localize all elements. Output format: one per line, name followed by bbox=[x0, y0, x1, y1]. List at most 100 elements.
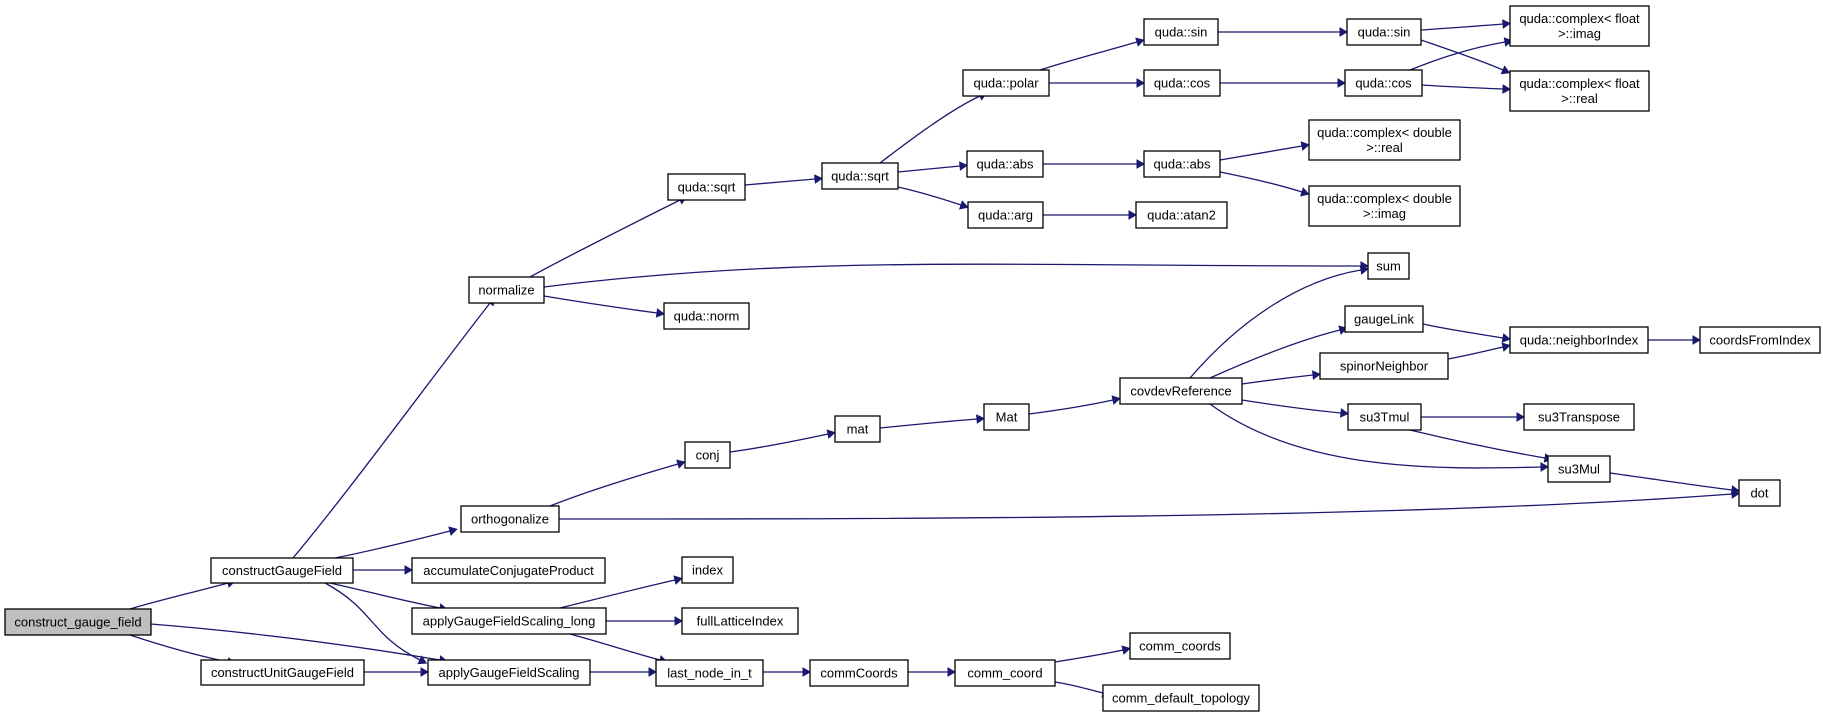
node-label: dot bbox=[1750, 486, 1768, 501]
edge-quda_arg-to-quda_atan2 bbox=[1043, 210, 1138, 220]
node-su3Transpose[interactable]: su3Transpose bbox=[1523, 403, 1635, 431]
node-label: su3Mul bbox=[1558, 462, 1600, 477]
node-last-node-in-t[interactable]: last_node_in_t bbox=[655, 659, 764, 687]
node-label: applyGaugeFieldScaling_long bbox=[423, 614, 596, 629]
node-label: quda::cos bbox=[1355, 76, 1412, 91]
node-quda-cos-2[interactable]: quda::cos bbox=[1344, 69, 1423, 97]
edge-constructGaugeField-to-applyGaugeFieldScaling bbox=[324, 582, 428, 665]
edge-gaugeLink-to-neighborIndex bbox=[1422, 323, 1511, 343]
edge-commCoords-to-comm_coord bbox=[908, 667, 957, 677]
node-covdevReference[interactable]: covdevReference bbox=[1119, 377, 1243, 405]
node-label: quda::atan2 bbox=[1147, 208, 1216, 223]
node-label: coordsFromIndex bbox=[1709, 333, 1811, 348]
edge-quda_sqrt_1-to-quda_sqrt_2 bbox=[744, 174, 823, 186]
edge-spinorNeighbor-to-neighborIndex bbox=[1447, 342, 1511, 360]
node-label: quda::sin bbox=[1155, 25, 1208, 40]
node-label: quda::sin bbox=[1358, 25, 1411, 40]
node-label: quda::sqrt bbox=[678, 180, 736, 195]
edge-last_node_in_t-to-commCoords bbox=[763, 667, 812, 677]
node-label: quda::abs bbox=[1153, 157, 1211, 172]
node-quda-cos-1[interactable]: quda::cos bbox=[1143, 69, 1221, 97]
edge-applyGaugeFieldScaling_long-to-index bbox=[559, 575, 683, 609]
node-applyGaugeFieldScaling[interactable]: applyGaugeFieldScaling bbox=[427, 659, 591, 686]
edge-su3Tmul-to-su3Transpose bbox=[1420, 412, 1526, 422]
node-label: quda::cos bbox=[1154, 76, 1211, 91]
edge-covdevReference-to-sum bbox=[1189, 265, 1369, 379]
node-comm-coords[interactable]: comm_coords bbox=[1129, 632, 1231, 660]
edge-quda_abs_2-to-cd_real bbox=[1219, 141, 1310, 161]
node-label: sum bbox=[1376, 259, 1401, 274]
node-quda-sin-1[interactable]: quda::sin bbox=[1143, 18, 1219, 46]
node-constructUnitGaugeField[interactable]: constructUnitGaugeField bbox=[200, 659, 365, 686]
edge-quda_cos_1-to-quda_cos_2 bbox=[1220, 78, 1347, 88]
edge-covdevReference-to-su3Tmul bbox=[1241, 399, 1349, 418]
node-quda-abs-2[interactable]: quda::abs bbox=[1143, 150, 1221, 178]
edge-neighborIndex-to-coordsFromIndex bbox=[1648, 335, 1702, 345]
edge-quda_cos_2-to-cf_imag bbox=[1409, 37, 1513, 71]
node-cf-real[interactable]: quda::complex< float>::real bbox=[1509, 70, 1650, 112]
node-gaugeLink[interactable]: gaugeLink bbox=[1344, 305, 1424, 333]
node-label: quda::sqrt bbox=[831, 169, 889, 184]
edge-quda_sin_2-to-cf_imag bbox=[1420, 19, 1511, 31]
node-label: quda::complex< double>::imag bbox=[1317, 191, 1452, 221]
node-neighborIndex[interactable]: quda::neighborIndex bbox=[1509, 326, 1649, 354]
edge-constructUnitGaugeField-to-applyGaugeFieldScaling bbox=[364, 667, 430, 677]
node-label: quda::complex< double>::real bbox=[1317, 125, 1452, 155]
node-accumulateConjugateProduct[interactable]: accumulateConjugateProduct bbox=[411, 557, 606, 584]
edge-quda_sqrt_2-to-quda_abs_1 bbox=[897, 161, 968, 173]
edge-quda_cos_2-to-cf_real bbox=[1421, 84, 1512, 94]
node-conj[interactable]: conj bbox=[684, 441, 731, 469]
node-label: quda::abs bbox=[976, 157, 1034, 172]
node-quda-norm[interactable]: quda::norm bbox=[663, 302, 750, 330]
node-index[interactable]: index bbox=[681, 556, 734, 584]
node-label: spinorNeighbor bbox=[1340, 359, 1429, 374]
node-dot[interactable]: dot bbox=[1738, 479, 1781, 507]
node-label: comm_coords bbox=[1139, 639, 1221, 654]
edge-quda_abs_2-to-cd_imag bbox=[1219, 171, 1310, 197]
node-mat[interactable]: mat bbox=[834, 415, 881, 443]
node-quda-atan2[interactable]: quda::atan2 bbox=[1135, 201, 1228, 229]
node-quda-sqrt-1[interactable]: quda::sqrt bbox=[667, 173, 746, 201]
node-su3Mul[interactable]: su3Mul bbox=[1547, 455, 1611, 483]
node-label: applyGaugeFieldScaling bbox=[439, 665, 580, 680]
node-label: constructUnitGaugeField bbox=[211, 665, 354, 680]
node-cd-real[interactable]: quda::complex< double>::real bbox=[1308, 119, 1461, 161]
node-label: quda::norm bbox=[674, 309, 740, 324]
node-quda-sin-2[interactable]: quda::sin bbox=[1346, 18, 1422, 46]
node-quda-abs-1[interactable]: quda::abs bbox=[966, 150, 1044, 178]
node-spinorNeighbor[interactable]: spinorNeighbor bbox=[1319, 352, 1449, 380]
edge-comm_coord-to-comm_default_topology bbox=[1054, 681, 1111, 698]
node-Mat[interactable]: Mat bbox=[983, 403, 1030, 431]
edge-Mat-to-covdevReference bbox=[1028, 395, 1121, 415]
node-comm-default-topology[interactable]: comm_default_topology bbox=[1102, 684, 1260, 712]
edge-su3Mul-to-dot bbox=[1609, 472, 1740, 495]
node-constructGaugeField[interactable]: constructGaugeField bbox=[210, 557, 354, 584]
node-coordsFromIndex[interactable]: coordsFromIndex bbox=[1699, 326, 1821, 354]
node-label: index bbox=[692, 563, 724, 578]
node-label: quda::polar bbox=[973, 76, 1039, 91]
node-cd-imag[interactable]: quda::complex< double>::imag bbox=[1308, 185, 1461, 227]
node-orthogonalize[interactable]: orthogonalize bbox=[460, 505, 560, 533]
edge-quda_polar-to-quda_cos_1 bbox=[1049, 78, 1146, 88]
node-label: accumulateConjugateProduct bbox=[423, 563, 594, 578]
node-label: quda::complex< float>::imag bbox=[1519, 11, 1640, 41]
node-commCoords[interactable]: commCoords bbox=[809, 659, 909, 687]
node-label: quda::arg bbox=[978, 208, 1033, 223]
node-quda-polar[interactable]: quda::polar bbox=[962, 69, 1050, 97]
node-label: Mat bbox=[996, 410, 1018, 425]
node-quda-sqrt-2[interactable]: quda::sqrt bbox=[821, 162, 899, 190]
node-comm-coord[interactable]: comm_coord bbox=[954, 659, 1056, 687]
node-construct-gauge-field[interactable]: construct_gauge_field bbox=[4, 608, 152, 636]
node-sum[interactable]: sum bbox=[1367, 252, 1410, 280]
node-fullLatticeIndex[interactable]: fullLatticeIndex bbox=[681, 607, 799, 635]
node-cf-imag[interactable]: quda::complex< float>::imag bbox=[1509, 5, 1650, 47]
node-applyGaugeFieldScaling-long[interactable]: applyGaugeFieldScaling_long bbox=[411, 607, 607, 635]
node-label: comm_coord bbox=[967, 666, 1042, 681]
node-su3Tmul[interactable]: su3Tmul bbox=[1347, 403, 1422, 431]
node-normalize[interactable]: normalize bbox=[468, 276, 545, 304]
edge-construct_gauge_field-to-applyGaugeFieldScaling bbox=[150, 623, 448, 665]
edge-quda_polar-to-quda_sin_1 bbox=[1039, 37, 1145, 71]
node-quda-arg[interactable]: quda::arg bbox=[967, 201, 1044, 229]
edge-quda_sqrt_2-to-quda_arg bbox=[897, 186, 969, 210]
